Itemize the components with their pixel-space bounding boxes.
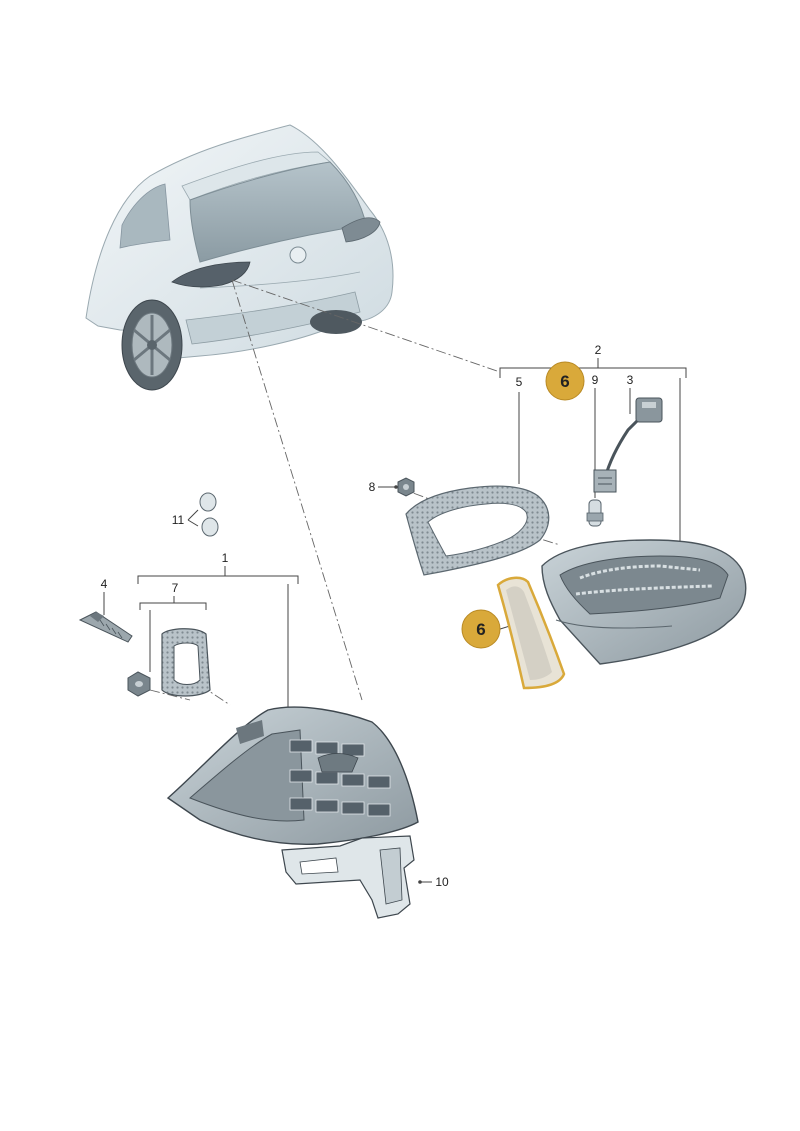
bolt-4 xyxy=(78,611,133,643)
bracket-2 xyxy=(499,358,687,545)
callout-8: 8 xyxy=(369,480,376,494)
nut-7 xyxy=(127,671,151,697)
bulb-holder-3 xyxy=(593,397,663,493)
callout-5: 5 xyxy=(516,375,523,389)
callout-labels: 1 2 3 4 5 7 8 9 10 11 xyxy=(101,343,634,889)
gasket-5 xyxy=(405,485,550,576)
badge-label: 6 xyxy=(560,372,569,391)
tail-lamp-outer-1 xyxy=(166,706,419,845)
bulb-9 xyxy=(586,499,604,527)
bracket-10 xyxy=(281,835,415,919)
callout-11: 11 xyxy=(172,513,185,527)
reflector-6 xyxy=(496,576,566,690)
callout-9: 9 xyxy=(592,373,599,387)
callout-2: 2 xyxy=(595,343,602,357)
badge-label: 6 xyxy=(476,620,485,639)
highlight-badge-top[interactable]: 6 xyxy=(545,361,585,401)
car-rear-view xyxy=(85,124,394,391)
bracket-7 xyxy=(139,596,207,672)
callout-7: 7 xyxy=(172,581,179,595)
tail-lamp-inner-2 xyxy=(541,539,747,665)
callout-10: 10 xyxy=(435,875,449,889)
callout-1: 1 xyxy=(222,551,229,565)
gasket-7 xyxy=(161,628,211,697)
bracket-1 xyxy=(137,566,299,712)
cap-11 xyxy=(199,492,219,537)
nut-8 xyxy=(397,477,415,497)
callout-3: 3 xyxy=(627,373,634,387)
callout-4: 4 xyxy=(101,577,108,591)
highlight-badge-side[interactable]: 6 xyxy=(461,609,501,649)
